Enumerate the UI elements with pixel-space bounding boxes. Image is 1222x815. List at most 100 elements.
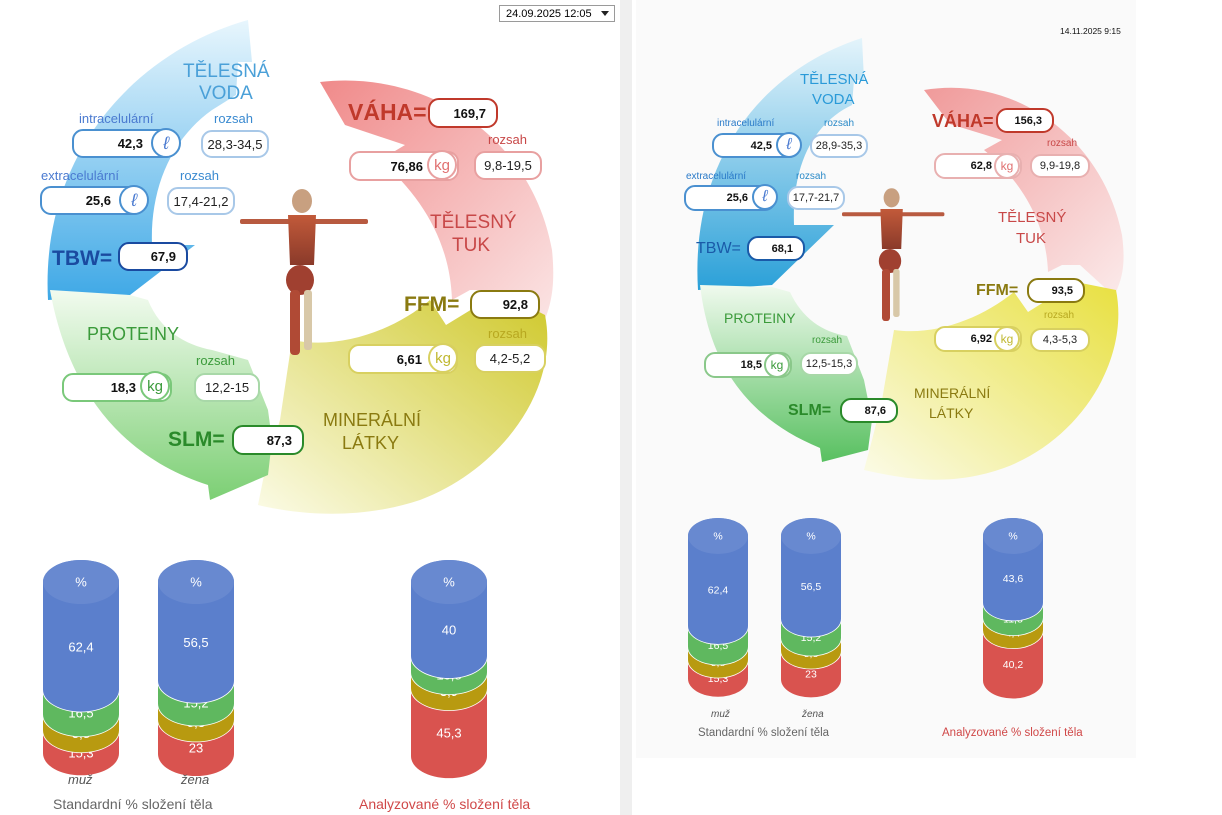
mineral-range-label: rozsah [488, 326, 528, 341]
slm-value-box: 87,6 [840, 398, 898, 423]
liter-unit-icon: ℓ [776, 132, 802, 158]
water-title: TĚLESNÁ [800, 71, 869, 88]
stacked-cylinder: 40,24,411,843,6% [982, 518, 1044, 699]
intracellular-range-box: 28,9-35,3 [810, 134, 868, 158]
protein-range-label: rozsah [196, 353, 236, 368]
water-title: TĚLESNÁ [183, 61, 270, 82]
ffm-label: FFM= [404, 293, 460, 316]
cylinder-water-segment [688, 536, 748, 644]
liter-unit-icon: ℓ [151, 128, 181, 158]
cylinder-percent-label: % [443, 575, 455, 590]
mineral-segment [864, 282, 1119, 480]
fat-title-line2: TUK [452, 235, 490, 256]
cylinder-water-label: 62,4 [708, 585, 729, 597]
cylinder-fat-segment [983, 630, 1043, 699]
stacked-cylinder: 235,315,256,5% [157, 560, 235, 777]
stacked-cylinder: 15,35,816,562,4% [42, 560, 120, 776]
intracellular-range-label: rozsah [824, 118, 855, 129]
cylinder-percent-label: % [806, 531, 815, 543]
mineral-range-box: 4,3-5,3 [1030, 328, 1090, 352]
mineral-range-label: rozsah [1044, 310, 1075, 321]
cylinder-water-label: 62,4 [68, 639, 93, 654]
fat-title-line2: TUK [1016, 230, 1046, 247]
cylinder-fat-segment [411, 688, 487, 779]
extracellular-label: extracelulární [41, 168, 120, 183]
protein-range-box: 12,2-15 [194, 373, 260, 402]
protein-unit-kg: kg [764, 352, 790, 378]
cylinder-water-label: 43,6 [1003, 573, 1024, 585]
cylinder-water-segment [983, 536, 1043, 621]
date-dropdown[interactable]: 24.09.2025 12:05 [499, 5, 615, 22]
male-caption: muž [68, 772, 93, 787]
cylinder-group-right: 15,35,816,562,4% 235,315,256,5% 40,24,411,… [687, 518, 1044, 699]
stacked-cylinder: 45,33,910,840% [410, 560, 488, 779]
stacked-cylinder: 235,315,256,5% [780, 518, 842, 698]
fat-range-box: 9,8-19,5 [474, 151, 542, 180]
weight-value-box: 156,3 [996, 108, 1054, 133]
protein-title: PROTEINY [724, 310, 796, 326]
mineral-title-line2: LÁTKY [342, 433, 400, 453]
water-segment [697, 38, 864, 290]
protein-range-box: 12,5-15,3 [800, 352, 858, 376]
cylinder-water-label: 40 [442, 623, 456, 638]
cylinder-top [983, 518, 1043, 554]
cylinder-water-label: 56,5 [801, 581, 822, 593]
right-report-panel: 15,35,816,562,4% 235,315,256,5% 40,24,411,… [632, 0, 1222, 815]
intracellular-label: intracelulární [79, 111, 154, 126]
cylinder-top [43, 560, 119, 604]
intracellular-label: intracelulární [717, 118, 775, 129]
female-caption: žena [181, 772, 210, 787]
cylinder-top [781, 518, 841, 554]
human-figure [240, 189, 368, 355]
cylinder-percent-label: % [1008, 531, 1017, 543]
tbw-label: TBW= [52, 247, 113, 270]
cylinder-fat-label: 45,3 [436, 726, 461, 741]
fat-unit-kg: kg [427, 150, 457, 180]
mineral-title: MINERÁLNÍ [914, 385, 991, 401]
slm-label: SLM= [788, 402, 832, 419]
slm-value-box: 87,3 [232, 425, 304, 455]
cylinder-water-segment [158, 582, 234, 703]
tbw-label: TBW= [696, 240, 741, 257]
liter-unit-icon: ℓ [119, 185, 149, 215]
cylinder-water-segment [411, 582, 487, 678]
cylinder-water-segment [781, 536, 841, 637]
fat-title: TĚLESNÝ [430, 212, 517, 233]
extracellular-value-box: 25,6 [40, 186, 145, 215]
slm-label: SLM= [168, 428, 225, 451]
ffm-label: FFM= [976, 282, 1019, 299]
left-report-panel: 15,35,816,562,4% 235,315,256,5% 45,33,910,… [40, 5, 615, 812]
fat-segment [320, 80, 554, 330]
extracellular-range-box: 17,7-21,7 [787, 186, 845, 210]
date-dropdown-value: 24.09.2025 12:05 [506, 7, 592, 20]
intracellular-range-label: rozsah [214, 111, 254, 126]
cylinder-fat-label: 40,2 [1003, 659, 1024, 671]
weight-value-box: 169,7 [428, 98, 498, 128]
stacked-cylinder: 15,35,816,562,4% [687, 518, 749, 697]
analyzed-caption: Analyzované % složení těla [942, 727, 1083, 739]
cylinder-fat-label: 23 [805, 669, 817, 681]
male-caption: muž [711, 709, 730, 720]
protein-title: PROTEINY [87, 324, 180, 344]
cylinder-group-left: 15,35,816,562,4% 235,315,256,5% 45,33,910,… [42, 560, 488, 779]
ffm-value-box: 93,5 [1027, 278, 1085, 303]
mineral-range-box: 4,2-5,2 [474, 344, 546, 373]
fat-range-label: rozsah [1047, 138, 1078, 149]
extracellular-range-box: 17,4-21,2 [167, 187, 235, 215]
human-figure [842, 188, 945, 321]
mineral-unit-kg: kg [428, 343, 458, 373]
fat-unit-kg: kg [994, 153, 1020, 179]
fat-segment [924, 87, 1124, 296]
tbw-value-box: 68,1 [747, 236, 805, 261]
ffm-value-box: 92,8 [470, 290, 540, 319]
standard-caption: Standardní % složení těla [53, 796, 213, 812]
extracellular-label: extracelulární [686, 171, 747, 182]
extracellular-range-label: rozsah [180, 168, 220, 183]
fat-title: TĚLESNÝ [998, 209, 1067, 226]
cylinder-water-label: 56,5 [183, 635, 208, 650]
intracellular-range-box: 28,3-34,5 [201, 130, 269, 158]
protein-range-label: rozsah [812, 335, 843, 346]
extracellular-range-label: rozsah [796, 171, 827, 182]
left-chart-graphics: 15,35,816,562,4% 235,315,256,5% 45,33,910,… [42, 20, 554, 779]
report-date: 14.11.2025 9:15 [1060, 26, 1121, 36]
